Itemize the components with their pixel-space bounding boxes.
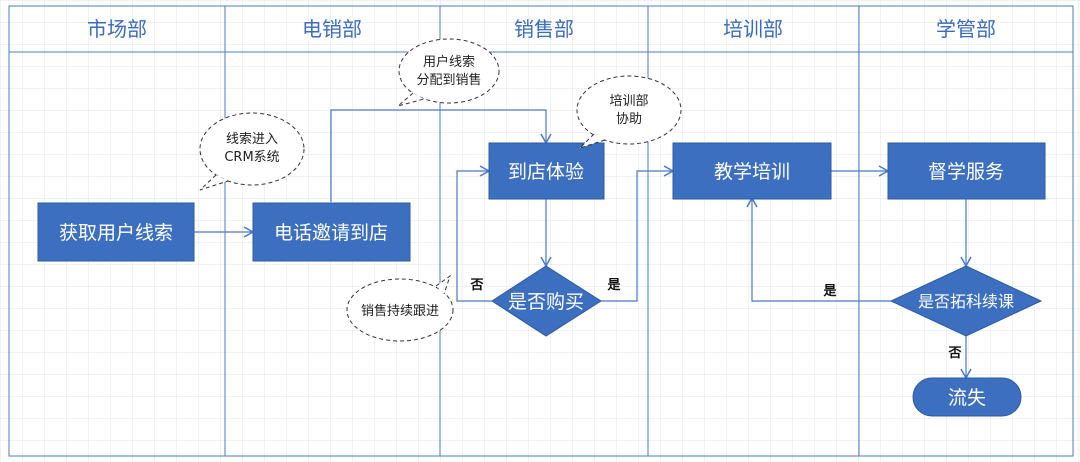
process-store-experience: 到店体验 [488,142,605,200]
process-supervision-service: 督学服务 [887,142,1046,200]
lane-title-telesales: 电销部 [302,17,362,41]
svg-text:培训部: 培训部 [609,93,648,109]
edge-label-expand-no: 否 [947,346,961,361]
svg-text:电话邀请到店: 电话邀请到店 [274,222,388,244]
svg-text:销售持续跟进: 销售持续跟进 [361,303,439,319]
svg-text:督学服务: 督学服务 [928,161,1004,183]
svg-text:协助: 协助 [616,112,642,127]
arrow-phone-to-store [330,109,552,202]
swimlane-frame [8,5,1074,457]
svg-text:获取用户线索: 获取用户线索 [59,222,173,244]
edge-label-purchase-yes: 是 [606,278,621,293]
decision-expand-subjects: 是否拓科续课 [889,265,1043,337]
arrow-decision-no-loop [456,165,492,302]
svg-text:是否拓科续课: 是否拓科续课 [918,292,1014,311]
svg-text:教学培训: 教学培训 [714,161,790,183]
connectors [194,109,972,380]
process-get-leads: 获取用户线索 [37,202,195,262]
callout-training-assist: 培训部 协助 [576,75,682,149]
lane-title-training: 培训部 [723,17,783,41]
callout-leads-into-crm: 线索进入 CRM系统 [199,112,305,191]
lane-title-academic-management: 学管部 [936,17,996,41]
svg-text:是否购买: 是否购买 [508,291,584,313]
terminal-churn: 流失 [912,377,1022,417]
arrow-expand-yes-loop [746,196,891,302]
svg-text:到店体验: 到店体验 [508,161,584,183]
callout-assign-to-sales: 用户线索 分配到销售 [397,38,500,107]
svg-text:用户线索: 用户线索 [423,54,475,70]
process-teaching-training: 教学培训 [672,142,832,200]
svg-text:CRM系统: CRM系统 [224,150,279,165]
arrow-decision-yes-to-training [601,165,675,302]
svg-text:流失: 流失 [948,387,986,409]
process-phone-invite: 电话邀请到店 [252,202,411,262]
callout-sales-follow-up: 销售持续跟进 [346,274,454,342]
svg-text:线索进入: 线索进入 [226,132,278,147]
lane-title-sales: 销售部 [514,17,574,41]
lane-title-marketing: 市场部 [87,17,147,41]
edge-label-expand-yes: 是 [822,284,837,299]
svg-text:分配到销售: 分配到销售 [416,72,481,88]
edge-label-purchase-no: 否 [469,278,483,293]
decision-purchase: 是否购买 [491,265,602,337]
